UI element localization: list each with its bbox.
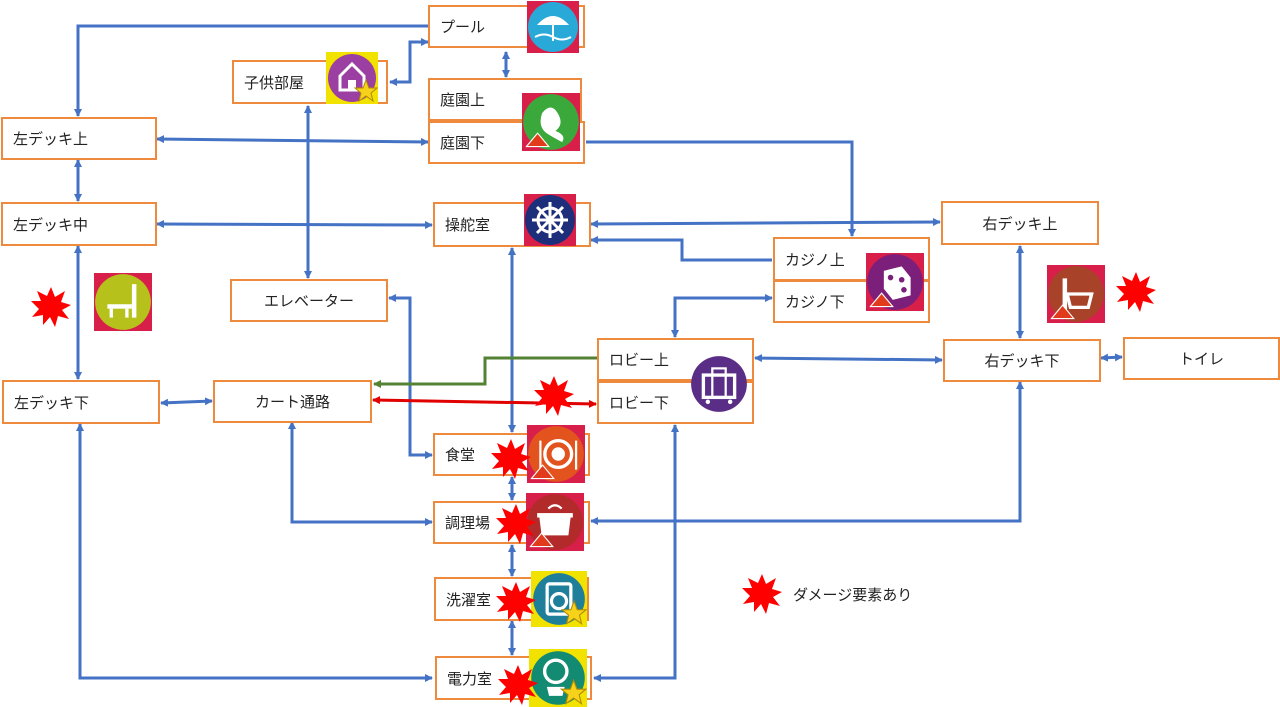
ship-wheel-icon	[524, 194, 576, 246]
room-label: 左デッキ下	[14, 393, 90, 412]
room-left-deck-lower[interactable]: 左デッキ下	[2, 380, 160, 424]
room-left-deck-upper[interactable]: 左デッキ上	[1, 117, 157, 160]
connector-casino-lobby	[671, 294, 773, 338]
pool-umbrella-icon	[527, 1, 579, 53]
room-cart-passage[interactable]: カート通路	[213, 380, 372, 423]
room-label: カジノ下	[785, 293, 845, 311]
damage-marker-icon	[534, 376, 574, 416]
dice-icon	[866, 253, 924, 311]
room-label: カート通路	[254, 393, 330, 411]
room-label: 子供部屋	[244, 73, 305, 92]
room-elevator[interactable]: エレベーター	[230, 279, 388, 322]
damage-marker-icon	[1116, 272, 1156, 312]
connector-lobby-cart-green	[373, 356, 597, 388]
room-label: 庭園上	[440, 91, 486, 109]
room-right-deck-upper[interactable]: 右デッキ上	[941, 201, 1099, 245]
room-left-deck-middle[interactable]: 左デッキ中	[1, 202, 157, 246]
connector-lobby-power	[593, 424, 679, 682]
room-label: 洗濯室	[446, 590, 492, 609]
garden-mermaid-icon	[522, 93, 580, 151]
room-label: 左デッキ上	[13, 130, 89, 148]
connector-pool-kidsroom	[389, 38, 429, 86]
room-label: ロビー上	[609, 351, 670, 369]
damage-marker-icon	[498, 665, 538, 705]
room-label: ロビー下	[609, 394, 670, 412]
room-label: 右デッキ上	[982, 214, 1058, 233]
deck-bench-icon	[94, 273, 152, 331]
room-label: トイレ	[1178, 350, 1224, 368]
room-garden-upper[interactable]: 庭園上	[428, 78, 582, 121]
room-label: エレベーター	[263, 292, 354, 310]
dining-plate-icon	[527, 425, 585, 483]
connector-leftdeck-cart	[160, 397, 213, 407]
deck-basket-icon	[1047, 265, 1105, 323]
luggage-icon	[690, 355, 748, 413]
connector-bridge-casinoupper	[590, 236, 772, 262]
damage-marker-icon	[491, 439, 531, 479]
connector-leftdeckupper-gardenlower	[156, 135, 429, 146]
room-label: 食堂	[445, 446, 476, 464]
globe-star-icon	[529, 649, 587, 707]
room-label: カジノ上	[785, 250, 845, 269]
connector-leftdeckmiddle-bridge	[156, 220, 433, 229]
damage-marker-icon	[31, 287, 71, 327]
connector-rightdeck-toilet	[1100, 353, 1123, 362]
connector-elevator-dining	[388, 294, 433, 459]
connector-garden-casino	[586, 140, 856, 237]
connector-lobby-rightdeck	[754, 354, 943, 364]
kids-house-star-icon	[326, 52, 378, 104]
room-label: 操舵室	[445, 216, 491, 234]
damage-marker-icon	[496, 504, 536, 544]
room-label: 庭園下	[440, 134, 486, 152]
room-label: プール	[440, 18, 486, 36]
connector-pool-leftdeck	[74, 24, 428, 117]
damage-marker-icon	[496, 582, 536, 622]
room-right-deck-lower[interactable]: 右デッキ下	[943, 339, 1101, 382]
room-label: 調理場	[445, 514, 491, 532]
legend-damage-label: ダメージ要素あり	[793, 586, 913, 604]
legend-damage-icon	[742, 574, 782, 614]
connector-cart-kitchen	[288, 421, 433, 526]
connector-bridge-rightdeck	[590, 218, 941, 228]
room-label: 左デッキ中	[13, 215, 89, 234]
connector-rightdeck-kitchen	[590, 381, 1024, 525]
connector-leftdeck-power	[76, 423, 433, 682]
room-label: 電力室	[447, 669, 493, 688]
washing-machine-star-icon	[531, 571, 587, 627]
room-label: 右デッキ下	[984, 352, 1060, 370]
room-toilet[interactable]: トイレ	[1123, 337, 1280, 380]
